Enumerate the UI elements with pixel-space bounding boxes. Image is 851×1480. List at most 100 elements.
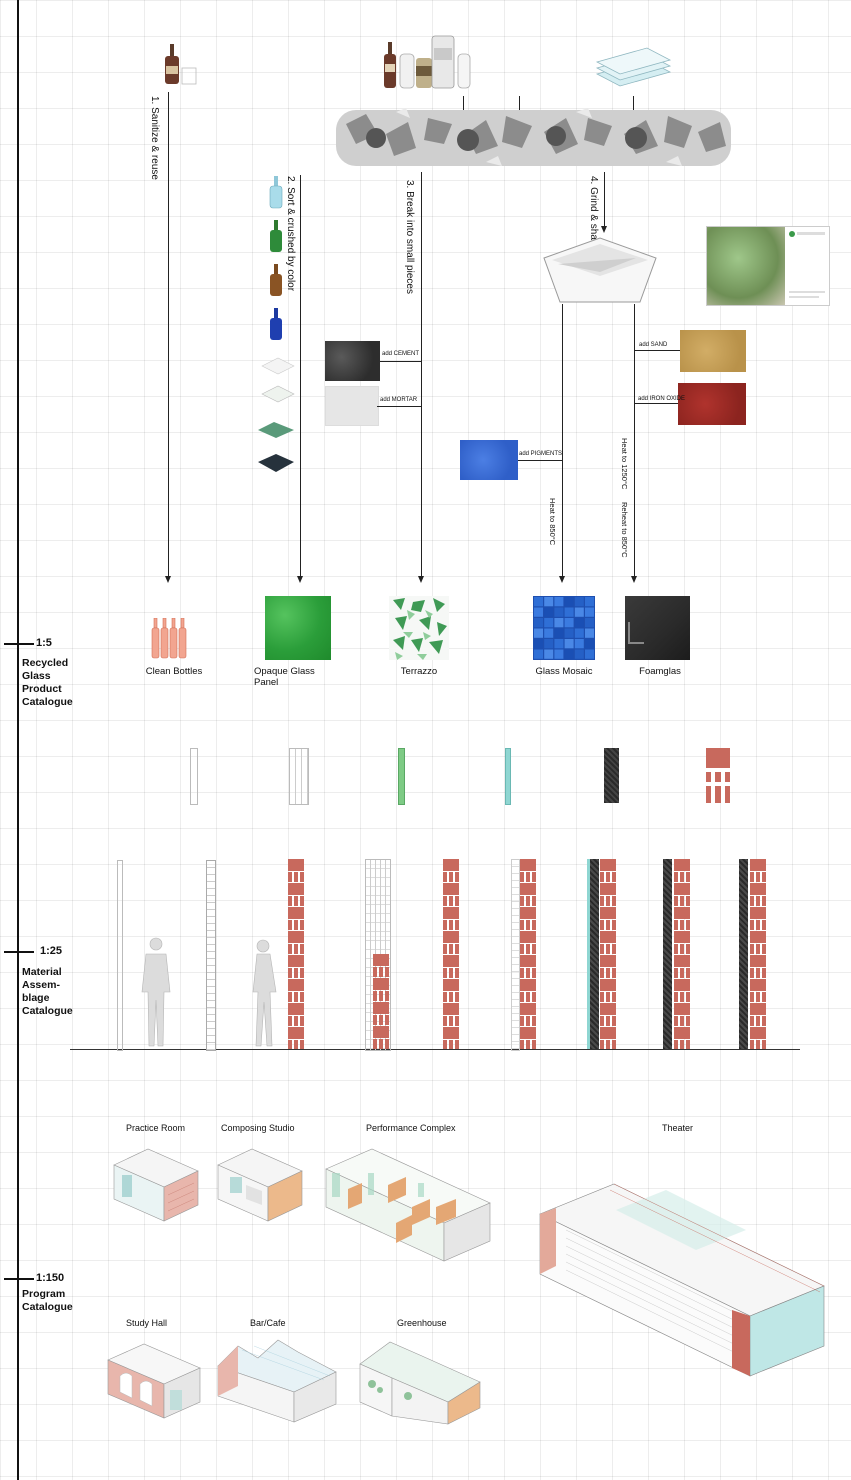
brick-wall-2 [373,954,389,1049]
product-label-opaque-glass-panel: Opaque Glass Panel [254,666,315,688]
section-opaque-panel [289,748,309,805]
opaque-glass-panel-swatch [265,596,331,660]
iron-oxide-label: add IRON OXIDE [638,396,686,402]
greenhouse-axonometric [359,1341,481,1425]
foamglas-heat-label: Heat to 1250°C [620,438,629,490]
reference-post-image [706,226,830,306]
step-1-line [168,92,169,578]
assemblage-bottle-wall [206,860,216,1051]
mosaic-process-arrow [559,576,565,583]
scale-tick-1-25 [4,951,34,953]
program-label-bar-cafe: Bar/Cafe [250,1318,286,1328]
scale-tick-1-150 [4,1278,34,1280]
connector-line [519,96,520,110]
assemblage-mosaic-layer [511,859,520,1051]
scale-label-1-25: 1:25 [40,945,63,957]
connector-line [633,96,634,110]
glass-panes-image [595,47,672,87]
step-1-label: 1. Sanitize & reuse [149,96,160,180]
iron-oxide-swatch [678,383,746,425]
human-figure-male [141,937,171,1047]
step-4-arrow [601,226,607,233]
cement-label: add CEMENT [382,351,420,357]
step-4-label: 4. Grind & shake off impurity [588,176,599,302]
product-label-terrazzo: Terrazzo [400,666,438,677]
mosaic-heat-label: Heat to 850°C [548,498,557,546]
section-terrazzo [398,748,405,805]
practice-room-axonometric [113,1148,199,1222]
program-label-greenhouse: Greenhouse [397,1318,447,1328]
terrazzo-swatch [389,596,449,660]
cement-line [380,361,421,362]
sorted-bottles-image [258,176,295,472]
assemblage-foam-2 [663,859,672,1049]
brick-wall-6 [674,859,690,1049]
composing-studio-axonometric [217,1148,303,1222]
glass-mosaic-swatch [533,596,595,660]
bottle-source-image [165,44,197,85]
step-1-arrow [165,576,171,583]
step-4-line [604,172,605,228]
pigments-label: add PIGMENTS [519,451,563,457]
brick-wall-3 [443,859,459,1049]
section-brick-pattern [706,748,730,803]
mosaic-process-line [562,304,563,578]
brick-wall-7 [750,859,766,1049]
program-label-theater: Theater [662,1123,694,1133]
theater-axonometric [539,1183,825,1377]
section-glass-mosaic [505,748,511,805]
foamglas-process-line [634,304,635,578]
scale-label-1-5: 1:5 [36,637,52,649]
assemblage-foam-1 [590,859,599,1049]
section-clean-bottles [190,748,198,805]
step-3-line [421,172,422,578]
program-label-composing-studio: Composing Studio [221,1123,295,1133]
mixed-glass-containers-image [384,35,471,89]
assemblage-thin-panel [117,860,123,1051]
human-figure-female [252,939,277,1047]
bar-cafe-axonometric [217,1339,337,1423]
foamglas-swatch [625,596,690,660]
foamglas-detail [628,622,644,644]
section-foamglas [604,748,619,803]
sand-swatch [680,330,746,372]
clean-bottles-image [151,618,187,659]
assemblage-foam-3 [739,859,748,1049]
mortar-swatch [325,386,379,426]
program-label-performance-complex: Performance Complex [366,1123,456,1133]
mortar-line [377,406,421,407]
step-2-line [300,175,301,578]
pigments-line [518,460,562,461]
section-material-catalogue: Material Assem- blage Catalogue [22,966,73,1017]
ground-line [70,1049,800,1050]
sand-label: add SAND [639,342,668,348]
sand-line [634,350,680,351]
section-product-catalogue: Recycled Glass Product Catalogue [22,657,73,708]
section-brick [706,748,730,803]
section-program-catalogue: Program Catalogue [22,1288,73,1313]
iron-oxide-line [634,403,678,404]
crushed-glass-shards-image [336,108,731,166]
brick-wall-1 [288,859,304,1049]
scale-axis [17,0,19,1480]
product-label-glass-mosaic: Glass Mosaic [535,666,593,677]
product-label-foamglas: Foamglas [639,666,681,677]
foamglas-process-arrow [631,576,637,583]
mortar-label: add MORTAR [380,397,418,403]
step-3-arrow [418,576,424,583]
program-label-study-hall: Study Hall [126,1318,168,1328]
brick-wall-4 [520,859,536,1049]
program-label-practice-room: Practice Room [126,1123,186,1133]
brick-wall-5 [600,859,616,1049]
scale-label-1-150: 1:150 [36,1272,65,1284]
scale-tick-1-5 [4,643,34,645]
pigments-swatch [460,440,518,480]
grinder-tub-image [543,237,657,303]
step-2-label: 2. Sort & crushed by color [285,176,296,292]
assemblage-foam-teal-1 [587,859,590,1049]
performance-complex-axonometric [325,1148,491,1262]
connector-line [463,96,464,110]
study-hall-axonometric [107,1343,201,1419]
step-2-arrow [297,576,303,583]
